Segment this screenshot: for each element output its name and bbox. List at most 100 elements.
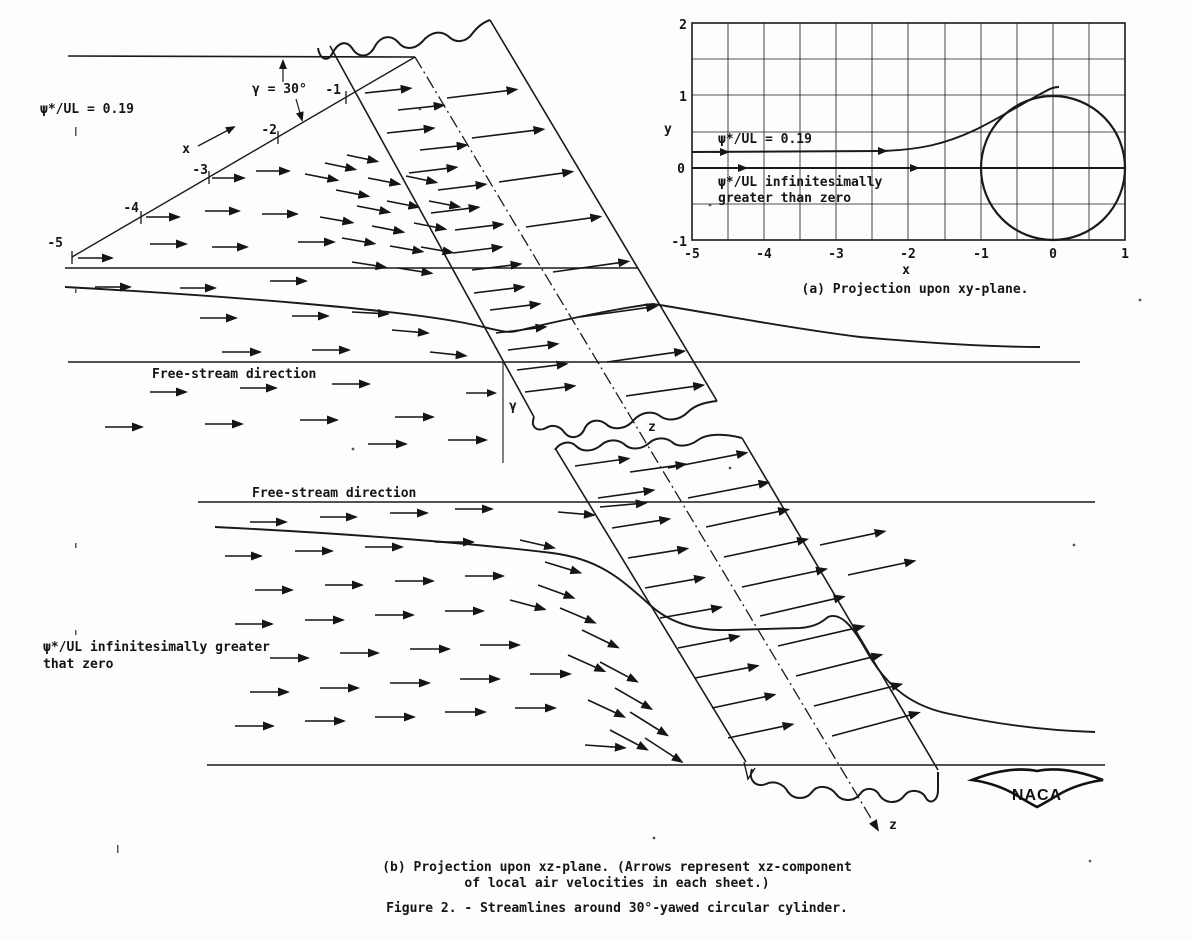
velocity-arrow: [367, 177, 402, 187]
velocity-arrow: [727, 721, 795, 739]
velocity-arrow: [324, 162, 358, 172]
velocity-arrow: [386, 200, 421, 210]
free-stream-label-a: Free-stream direction: [152, 367, 316, 382]
caption-a: (a) Projection upon xy-plane.: [802, 282, 1029, 297]
velocity-arrow: [420, 246, 455, 256]
velocity-arrow: [606, 348, 687, 363]
velocity-arrow: [346, 154, 380, 164]
sheet2-torn-top-edge: [554, 433, 743, 452]
sheet1-right-edge: [489, 19, 718, 402]
velocity-arrow: [405, 175, 439, 185]
velocity-arrow: [599, 499, 648, 509]
velocity-arrow: [614, 687, 654, 710]
sheet1-torn-bottom-edge: [532, 400, 718, 438]
velocity-arrow: [430, 203, 481, 214]
velocity-arrow: [371, 225, 406, 235]
velocity-arrows-sheet-1: [78, 84, 706, 449]
xz-projection-sheet-1: [64, 19, 1080, 832]
free-stream-label-b: Free-stream direction: [252, 486, 416, 501]
velocity-arrow: [454, 220, 505, 231]
velocity-arrow: [611, 516, 672, 529]
z-axis-dash-dot-line: [414, 56, 880, 832]
velocity-arrow: [629, 461, 688, 473]
velocity-arrow: [587, 699, 627, 718]
velocity-arrow: [525, 213, 603, 228]
velocity-arrow: [507, 340, 560, 351]
velocity-arrow: [552, 258, 631, 273]
velocity-arrow: [694, 663, 760, 679]
velocity-arrow: [509, 599, 547, 612]
velocity-arrow: [446, 86, 519, 99]
sheet1-torn-top-edge: [317, 19, 491, 60]
sheet2-torn-bottom-edge: [750, 768, 939, 803]
caption-b-line2: of local air velocities in each sheet.): [464, 876, 769, 891]
velocity-arrow: [397, 101, 446, 111]
inset-streamline-019: [691, 86, 1060, 153]
inset-x-tick-minus4: -4: [756, 247, 772, 262]
inset-x-tick-minus5: -5: [684, 247, 700, 262]
inset-annotation-psi019: ψ*/UL = 0.19: [718, 132, 812, 147]
velocity-arrow: [847, 558, 917, 576]
inset-y-tick-2: 2: [679, 18, 687, 33]
velocity-arrow: [386, 124, 436, 134]
velocity-arrow: [351, 261, 388, 271]
velocity-arrow: [391, 327, 430, 337]
inset-y-tick-1: 1: [679, 90, 687, 105]
sheet1-left-edge: [329, 45, 535, 418]
inset-x-tick-minus1: -1: [973, 247, 989, 262]
inset-y-tick-minus1: -1: [671, 235, 687, 250]
velocity-arrow: [397, 267, 434, 277]
velocity-arrow: [644, 574, 707, 589]
velocity-arrow: [356, 205, 392, 215]
velocity-arrow: [537, 584, 576, 599]
velocity-arrow: [524, 382, 577, 393]
velocity-arrow: [741, 566, 829, 588]
velocity-arrow: [351, 308, 390, 318]
velocity-arrow: [341, 237, 377, 247]
velocity-arrow: [559, 607, 597, 624]
velocity-arrow: [495, 323, 548, 334]
gamma-30-label: γ = 30°: [252, 82, 307, 97]
velocity-arrow: [584, 742, 627, 752]
velocity-arrow: [711, 692, 777, 709]
velocity-arrow: [413, 222, 448, 232]
velocity-arrow: [777, 624, 866, 647]
velocity-arrow: [831, 710, 921, 737]
velocity-arrow: [428, 200, 462, 210]
velocity-arrow: [516, 360, 569, 371]
cylinder-circle: [979, 94, 1127, 242]
velocity-arrow: [574, 455, 631, 467]
inset-y-axis-label: y: [664, 122, 672, 137]
naca-logo-wings: [966, 768, 1104, 809]
velocity-arrow: [609, 729, 649, 751]
inset-x-tick-0: 0: [1049, 247, 1057, 262]
x-tick-minus1: -1: [325, 83, 341, 98]
velocity-arrow: [687, 479, 771, 499]
velocity-arrow: [364, 84, 413, 94]
velocity-arrow: [705, 507, 791, 528]
velocity-arrow: [304, 173, 340, 183]
velocity-arrow: [452, 243, 504, 254]
inset-annotation-psi-inf-1: ψ*/UL infinitesimally: [718, 175, 883, 190]
velocity-arrow: [335, 189, 371, 199]
slanted-x-axis-ticks: [71, 91, 347, 264]
figure-caption: Figure 2. - Streamlines around 30°-yawed…: [386, 901, 848, 916]
velocity-arrow: [813, 682, 904, 707]
gamma-angle-label: γ: [509, 399, 517, 414]
velocity-arrow: [659, 604, 724, 619]
velocity-arrows-sheet-2: [225, 450, 921, 764]
velocity-arrow: [819, 528, 887, 546]
velocity-arrow: [544, 561, 583, 575]
sheet2-right-edge: [741, 437, 939, 771]
psi-inf-label-line1: ψ*/UL infinitesimally greater: [43, 640, 270, 655]
velocity-arrow: [723, 536, 810, 558]
velocity-arrow: [644, 737, 684, 764]
velocity-arrow: [579, 303, 659, 318]
velocity-arrow: [567, 654, 607, 673]
x-tick-minus5: -5: [47, 236, 63, 251]
velocity-arrow: [667, 450, 749, 469]
velocity-arrow: [489, 300, 542, 311]
velocity-arrow: [557, 509, 596, 519]
